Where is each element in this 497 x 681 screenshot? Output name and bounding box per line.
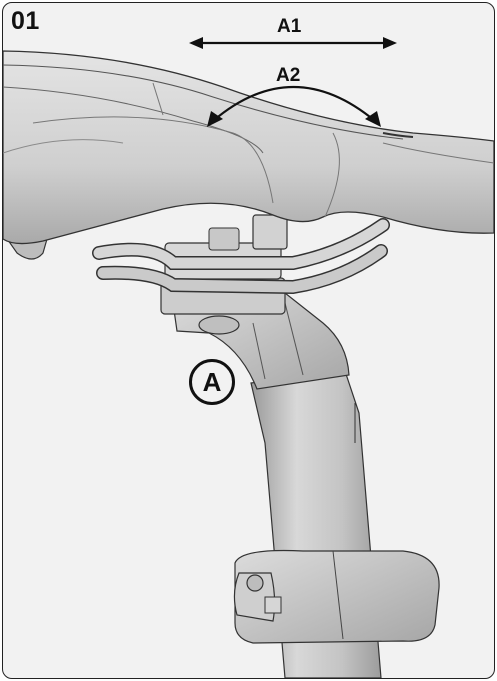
a1-label: A1 [277,16,302,37]
clamp-bolt-head [198,315,240,335]
step-number: 01 [11,7,40,35]
callout-a-circle: A [189,359,235,405]
seat-clamp-collar [234,549,440,644]
a2-arrow [207,85,381,127]
a1-arrow [189,37,397,49]
clamp-block [264,596,282,614]
a2-label: A2 [276,65,301,86]
saddle-body [3,50,494,245]
seatpost-illustration [3,37,494,678]
clamp-bolt [246,574,264,592]
callout-a-letter: A [202,367,222,397]
